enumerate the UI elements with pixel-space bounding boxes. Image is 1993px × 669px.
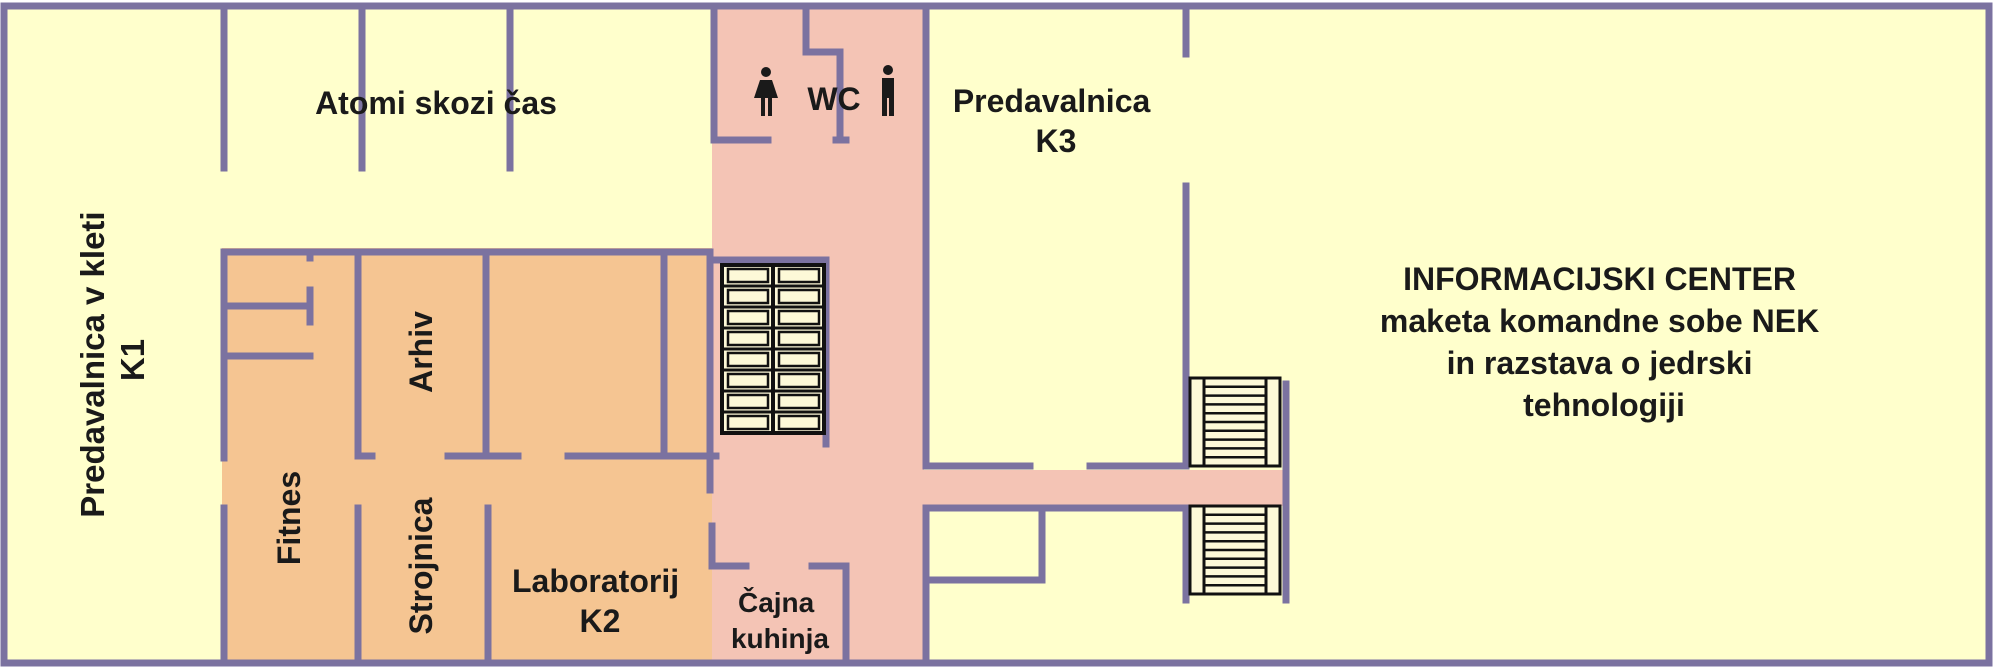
room-label-arhiv: Arhiv (403, 311, 439, 393)
room-label-kuhinja: Čajna kuhinja (731, 586, 829, 654)
stair-tread (777, 309, 821, 326)
room-label-info-line4: tehnologiji (1523, 387, 1685, 423)
stairs-east-upper[interactable] (1188, 376, 1282, 468)
room-label-k2-line1: Laboratorij (512, 563, 679, 599)
stair-tread (777, 288, 821, 305)
stair-rail (1188, 504, 1206, 596)
room-label-atomi: Atomi skozi čas (315, 85, 557, 121)
stair-rail (1188, 376, 1206, 468)
room-label-k2: Laboratorij K2 (512, 563, 688, 639)
stairs-central[interactable] (720, 263, 826, 435)
room-label-wc: WC (807, 81, 860, 117)
stair-rail (1264, 504, 1282, 596)
room-label-info-line3: in razstava o jedrski (1447, 345, 1753, 381)
stair-tread (777, 393, 821, 410)
stair-tread (726, 288, 770, 305)
room-label-info-line1: INFORMACIJSKI CENTER (1403, 261, 1796, 297)
stair-tread (777, 351, 821, 368)
stair-tread (777, 372, 821, 389)
stair-tread (726, 393, 770, 410)
room-label-k3-line1: Predavalnica (953, 83, 1151, 119)
stair-steps (722, 267, 824, 431)
stair-steps (1204, 385, 1266, 459)
room-label-kuhinja-line1: Čajna (738, 586, 815, 618)
room-label-k3: Predavalnica K3 (953, 83, 1159, 159)
room-label-k1-line2: K1 (114, 339, 151, 381)
stair-tread (726, 372, 770, 389)
corridor-east (924, 470, 1284, 506)
room-label-k1-line1: Predavalnica v kleti (74, 211, 111, 517)
stair-tread (777, 414, 821, 431)
stair-rail (1264, 376, 1282, 468)
stair-tread (777, 330, 821, 347)
stair-steps (1204, 513, 1266, 587)
room-label-fitnes: Fitnes (271, 471, 307, 565)
room-label-kuhinja-line2: kuhinja (731, 623, 829, 654)
stair-tread (726, 267, 770, 284)
female-toilet-icon (754, 67, 778, 116)
room-label-k2-line2: K2 (580, 603, 621, 639)
room-labels: Predavalnica v kleti K1 Atomi skozi čas … (74, 81, 1828, 654)
room-label-info-line2: maketa komandne sobe NEK (1380, 303, 1819, 339)
stair-tread (726, 309, 770, 326)
room-label-strojnica: Strojnica (403, 497, 439, 634)
stair-tread (726, 330, 770, 347)
stair-tread (726, 351, 770, 368)
room-label-info: INFORMACIJSKI CENTER maketa komandne sob… (1380, 261, 1828, 423)
room-label-k3-line2: K3 (1036, 123, 1077, 159)
male-toilet-icon (882, 65, 894, 116)
room-label-k1: Predavalnica v kleti K1 (74, 202, 151, 518)
stair-tread (726, 414, 770, 431)
stairs-east-lower[interactable] (1188, 504, 1282, 596)
stair-tread (777, 267, 821, 284)
